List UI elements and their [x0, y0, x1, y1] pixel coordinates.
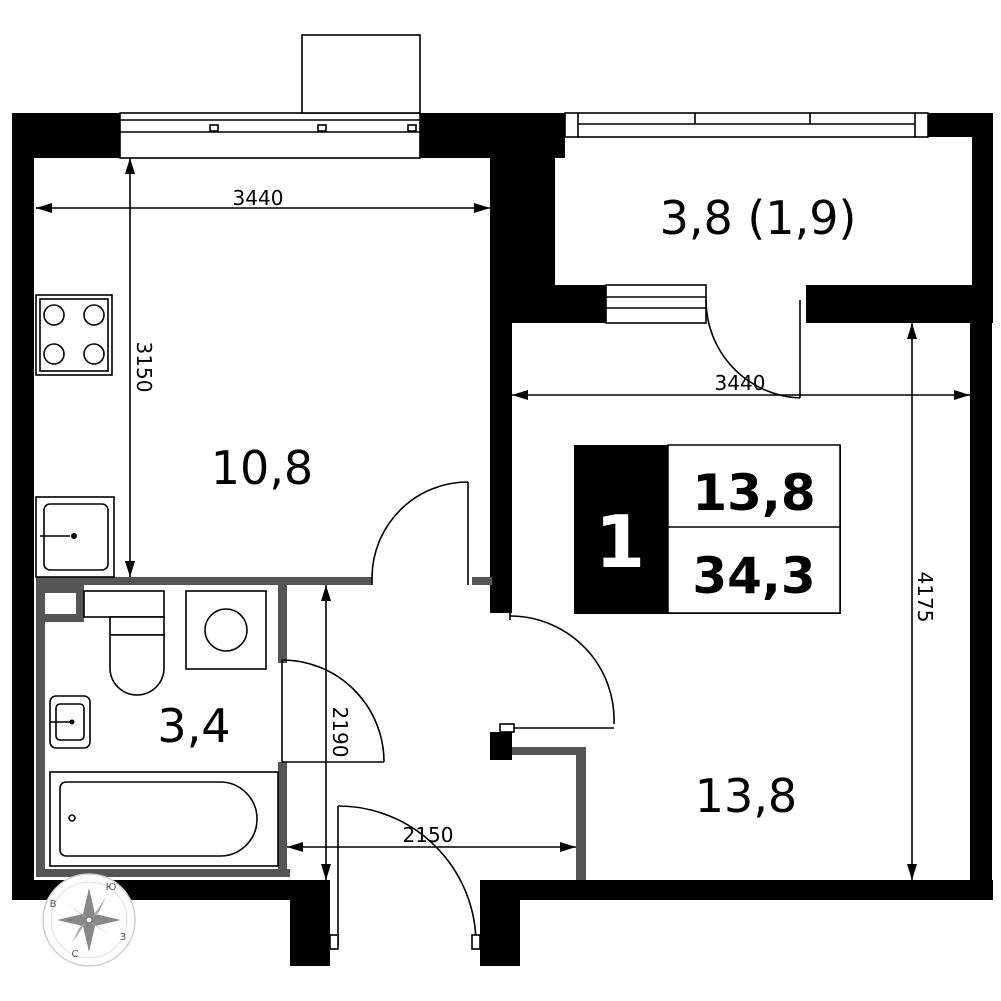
living-depth-label: 4175: [913, 572, 937, 623]
hall-depth-label: 2190: [328, 707, 352, 758]
kitchen-width-label: 3440: [233, 186, 284, 210]
badge-total-area: 34,3: [692, 547, 815, 605]
hall-width-label: 2150: [403, 823, 454, 847]
bathroom-sink: [49, 695, 91, 749]
bathroom-area: 3,4: [157, 699, 230, 753]
compass-north: Ю: [106, 882, 117, 893]
washing-machine: [185, 590, 267, 670]
badge-living-area: 13,8: [692, 464, 815, 522]
stove: [35, 294, 113, 376]
bathtub: [49, 771, 279, 867]
walls: [12, 113, 993, 966]
partitions: [36, 577, 586, 880]
badge-rooms-count: 1: [595, 500, 645, 584]
area-badge: 1 13,8 34,3: [574, 444, 841, 614]
kitchen-sink: [35, 496, 115, 578]
toilet: [83, 590, 165, 696]
windows: [119, 34, 929, 324]
living-area: 13,8: [695, 769, 797, 823]
kitchen-area: 10,8: [211, 441, 313, 495]
compass-west: В: [50, 899, 57, 910]
dimension-lines: [36, 158, 970, 880]
compass-icon: Ю З С В: [42, 873, 136, 967]
compass-south: С: [72, 949, 79, 960]
living-width-label: 3440: [715, 371, 766, 395]
doors: [281, 299, 801, 950]
compass-east: З: [120, 932, 126, 943]
kitchen-depth-label: 3150: [132, 342, 156, 393]
loggia-area: 3,8 (1,9): [660, 191, 857, 245]
